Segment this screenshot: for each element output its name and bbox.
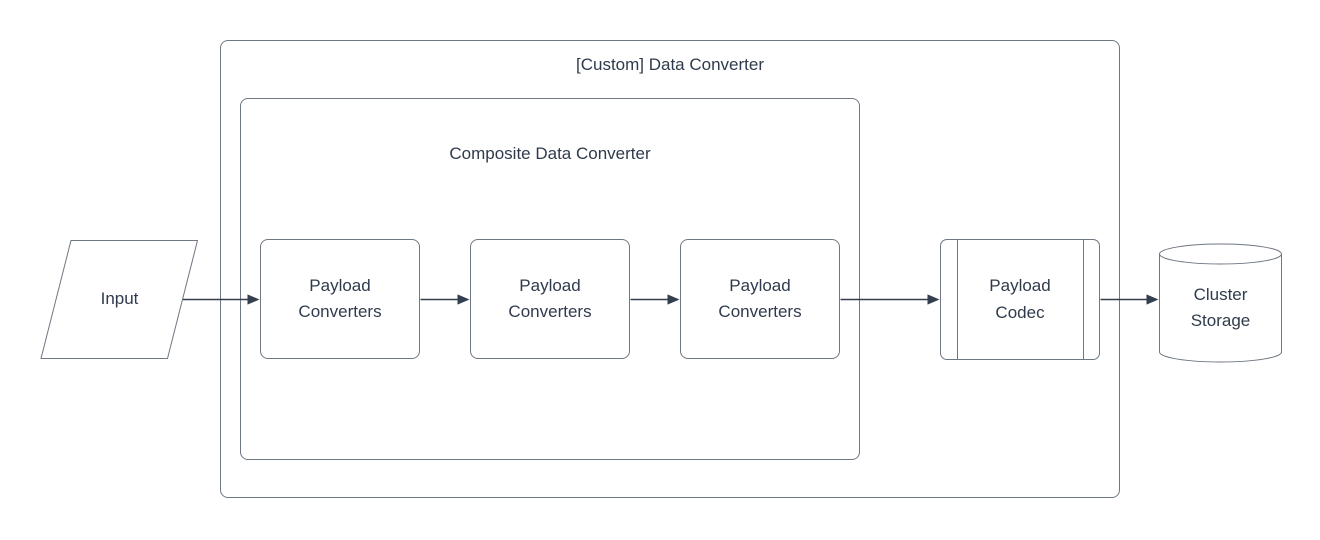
parallelogram-shape — [40, 240, 198, 359]
payload-codec-node-label: Payload Codec — [989, 276, 1051, 322]
codec-right-bar — [1083, 240, 1084, 359]
cluster-storage-node-label: Cluster Storage — [1190, 284, 1251, 330]
container-composite-data-converter-label: Composite Data Converter — [449, 144, 651, 163]
payload-converters-node-2: Payload Converters — [470, 239, 630, 359]
payload-codec-node: Payload Codec — [940, 239, 1100, 360]
payload-converters-node-1: Payload Converters — [260, 239, 420, 359]
container-custom-data-converter — [220, 40, 1120, 498]
payload-converters-node-1-label: Payload Converters — [298, 275, 382, 321]
cluster-storage-node: Cluster Storage — [1159, 243, 1282, 363]
codec-left-bar — [957, 240, 958, 359]
container-custom-data-converter-label: [Custom] Data Converter — [575, 55, 764, 74]
input-node: Input — [40, 240, 199, 359]
container-composite-data-converter — [240, 98, 860, 460]
cluster-storage-label-wrap: Cluster Storage — [1159, 243, 1282, 363]
payload-converters-node-2-label: Payload Converters — [508, 275, 592, 321]
payload-converters-node-3: Payload Converters — [680, 239, 840, 359]
input-node-label: Input — [100, 289, 139, 309]
cylinder-shape — [1159, 243, 1282, 363]
input-node-label-wrap: Input — [40, 240, 199, 359]
payload-converters-node-3-label: Payload Converters — [718, 275, 802, 321]
